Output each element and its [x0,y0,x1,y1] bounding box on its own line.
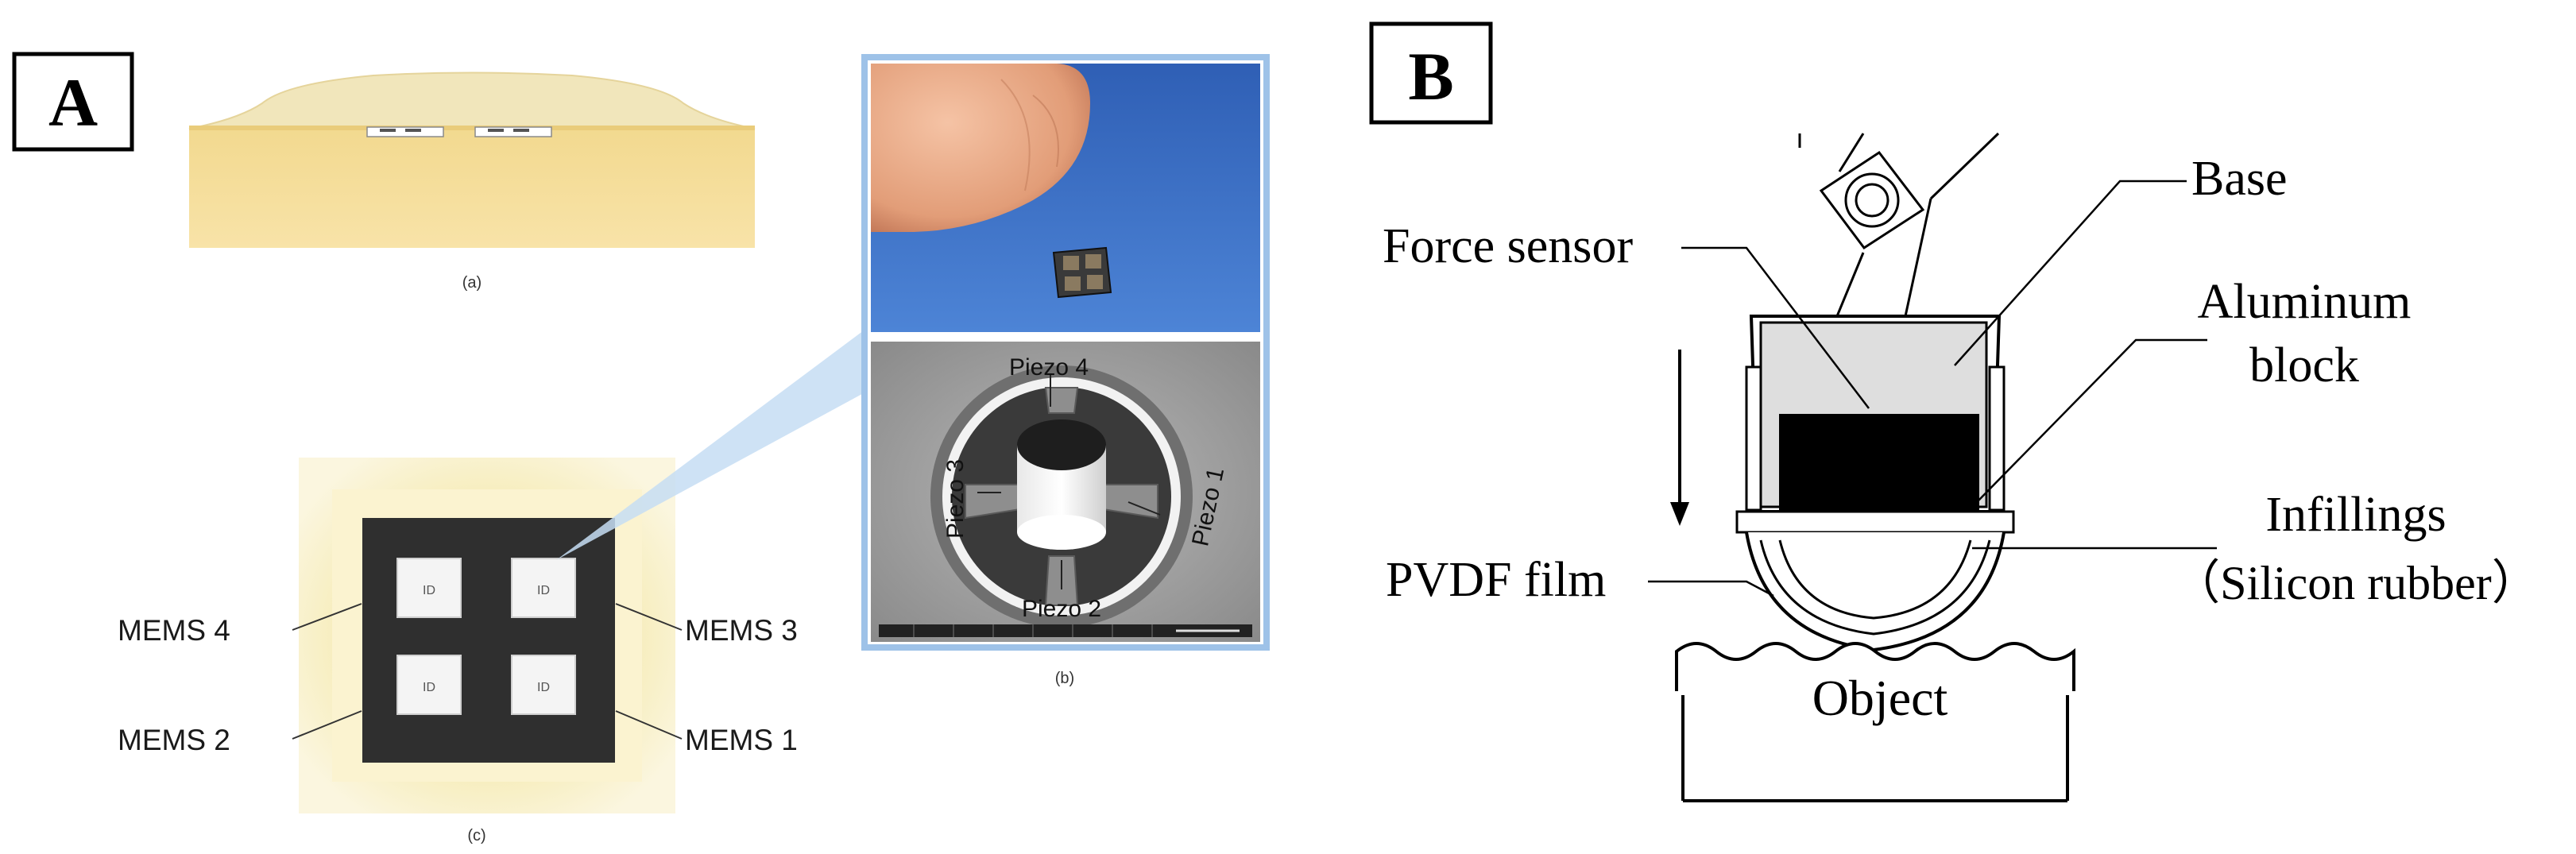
piezo-3-label: Piezo 3 [942,459,969,539]
chip-mark: ID [423,681,435,694]
force-sensor-leader [1681,246,1870,409]
caption-b: (b) [1055,670,1074,687]
infillings-shape [1778,539,1972,620]
mems-4-label: MEMS 4 [118,614,230,647]
object-label: Object [1812,670,1948,726]
caption-c: (c) [467,827,485,844]
caption-a: (a) [462,274,482,292]
piezo-4-label: Piezo 4 [1009,354,1089,381]
panel-b-label: B [1408,38,1453,114]
mems-3-label: MEMS 3 [685,614,798,647]
sem-micrograph: Piezo 4 Piezo 3 Piezo 1 Piezo 2 [871,342,1260,642]
panel-b-label-box [1369,21,1493,125]
panel-a-label-box [12,52,134,152]
panel-a-label: A [48,64,98,141]
force-sensor-label: Force sensor [1383,219,1633,273]
infillings-label-line1: Infillings [2265,488,2446,542]
aluminum-leader [1978,338,2207,501]
object-block [1675,642,2075,691]
finger-photo [871,64,1260,332]
down-arrow-head [1670,502,1689,526]
tiny-chip [1052,246,1112,299]
base-leader [1954,180,2187,366]
mems-1-label: MEMS 1 [685,724,798,756]
embedded-sensor-chip [474,126,552,137]
infillings-label-line2: （Silicon rubber） [2172,557,2539,609]
embedded-sensor-chip [366,126,444,137]
gripper-assembly [1648,132,2217,802]
mems-chip-4: ID [396,558,462,618]
chip-mark: ID [537,584,550,597]
clamp-bar [1735,510,2015,534]
chip-mark: ID [537,681,550,694]
aluminum-label-line2: block [2249,338,2359,392]
base-label: Base [2191,152,2288,206]
piezo-2-label: Piezo 2 [1022,596,1101,622]
pvdf-leader [1648,580,1774,597]
mems-chip-1: ID [511,655,576,715]
zoom-callout [556,326,888,560]
sensor-substrate [362,518,615,763]
mems-chip-3: ID [511,558,576,618]
sensor-array: ID ID ID ID [299,458,675,813]
chip-mark: ID [423,584,435,597]
robot-arm [1798,132,2000,317]
skin-cross-section [188,71,756,248]
mems-leaders [292,603,683,740]
mems-2-label: MEMS 2 [118,724,230,756]
aluminum-label-line1: Aluminum [2198,275,2412,329]
pvdf-film-label: PVDF film [1386,553,1606,607]
mems-chip-2: ID [396,655,462,715]
